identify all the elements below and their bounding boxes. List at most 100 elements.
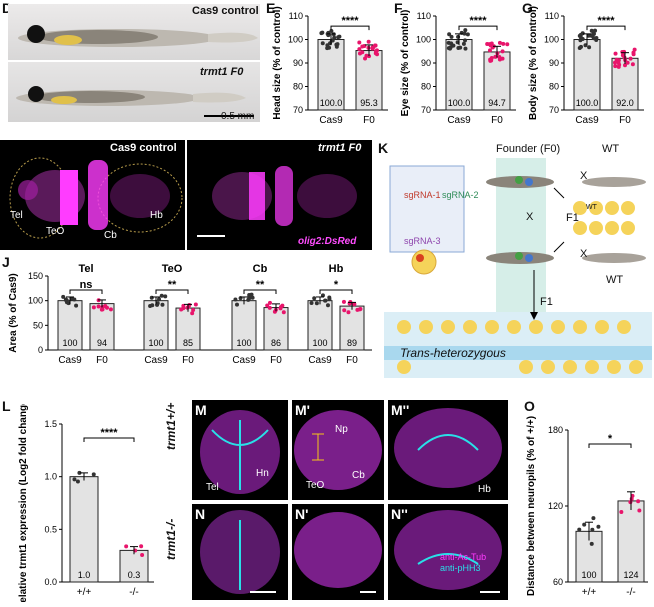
data-point <box>497 57 502 62</box>
bar <box>69 476 99 583</box>
data-point <box>590 527 595 532</box>
m-label-hb: Hb <box>478 484 491 495</box>
value-label: 100 <box>236 338 251 348</box>
significance-bracket <box>83 437 135 442</box>
data-point <box>105 305 110 310</box>
value-label: 100 <box>312 338 327 348</box>
data-point <box>363 56 368 61</box>
significance-label: * <box>334 279 339 291</box>
data-point <box>191 308 196 313</box>
bar <box>143 300 169 351</box>
y-tick-label: 70 <box>293 105 303 115</box>
crispr-schematic-drawing <box>384 158 652 378</box>
category-label: F0 <box>619 115 631 126</box>
data-point <box>341 299 346 304</box>
data-point <box>160 302 165 307</box>
category-label: Cas9 <box>319 115 343 126</box>
m-label-cb: Cb <box>352 470 365 481</box>
data-point <box>179 307 184 312</box>
sgrna-2-label: sgRNA-2 <box>442 190 479 200</box>
brain-control-label: Cas9 control <box>110 142 177 154</box>
value-label: 100.0 <box>448 98 471 108</box>
data-point <box>91 305 96 310</box>
brain-drawing-control <box>9 157 183 239</box>
data-point <box>320 41 325 46</box>
data-point <box>250 295 255 300</box>
data-point <box>577 527 582 532</box>
significance-label: **** <box>341 15 359 27</box>
micrograph-m-double-prime <box>388 400 508 500</box>
data-point <box>593 28 598 33</box>
value-label: 100 <box>148 338 163 348</box>
bar <box>57 300 83 351</box>
brain-drawing-mutant <box>197 166 357 237</box>
panel-letter-n-prime: N' <box>295 506 309 522</box>
data-point <box>334 44 339 49</box>
fish-illustration-mutant <box>16 86 254 117</box>
data-point <box>357 307 362 312</box>
data-point <box>249 292 254 297</box>
y-tick-label: 0 <box>38 345 43 355</box>
group-title: Tel <box>78 263 93 275</box>
brain-image-mutant <box>187 140 372 250</box>
panel-letter-m-double-prime: M'' <box>391 402 410 418</box>
panel-letter-f: F <box>394 0 403 16</box>
data-point <box>320 293 325 298</box>
data-point <box>124 544 129 549</box>
fish-photo-mutant <box>8 62 260 122</box>
y-tick-label: 70 <box>421 105 431 115</box>
data-point <box>623 63 628 68</box>
fish-photo-control <box>8 4 260 60</box>
significance-bracket <box>155 289 189 294</box>
data-point <box>281 310 286 315</box>
panel-letter-d: D <box>2 0 12 16</box>
micrograph-m-prime <box>292 400 384 500</box>
data-point <box>332 35 337 40</box>
genotype-top-label: trmt1+/+ <box>164 402 178 450</box>
y-tick-label: 90 <box>421 58 431 68</box>
y-tick-label: 100 <box>288 35 303 45</box>
data-point <box>150 303 155 308</box>
significance-label: ** <box>168 279 177 291</box>
stain-1-label: anti-Ac-Tub <box>440 552 487 562</box>
data-point <box>616 60 621 65</box>
data-point <box>278 306 283 311</box>
significance-label: * <box>608 433 613 445</box>
value-label: 100.0 <box>576 98 599 108</box>
data-point <box>357 40 362 45</box>
category-label: Cas9 <box>575 115 599 126</box>
data-point <box>157 297 162 302</box>
fish-mutant-label: trmt1 F0 <box>200 66 244 78</box>
data-point <box>589 28 594 33</box>
data-point <box>579 35 584 40</box>
data-point <box>234 302 239 307</box>
category-label: Cas9 <box>308 355 332 366</box>
y-tick-label: 110 <box>417 11 431 21</box>
micrograph-m-drawing <box>200 410 280 494</box>
brain-region-hb: Hb <box>150 210 163 221</box>
data-point <box>370 45 375 50</box>
micrograph-m <box>192 400 288 500</box>
category-label: F0 <box>96 355 108 366</box>
brain-image-control <box>0 140 185 250</box>
data-point <box>488 58 493 63</box>
data-point <box>100 307 105 312</box>
cross-x-mid: X <box>526 211 534 223</box>
data-point <box>314 301 319 306</box>
data-point <box>163 294 168 299</box>
y-tick-label: 1.5 <box>44 419 57 429</box>
y-axis-label: Relative trmt1 expression (Log2 fold cha… <box>18 404 29 602</box>
data-point <box>619 509 624 514</box>
brain-region-cb: Cb <box>104 230 117 241</box>
panel-letter-o: O <box>524 398 535 414</box>
data-point <box>461 41 466 46</box>
y-tick-label: 80 <box>421 82 431 92</box>
data-point <box>72 297 77 302</box>
y-axis-label: Distance between neuropils (% of +/+) <box>526 416 537 596</box>
f1-label: F1 <box>566 212 579 224</box>
value-label: 94.7 <box>488 98 506 108</box>
data-point <box>591 516 596 521</box>
data-point <box>140 553 145 557</box>
data-point <box>360 44 365 49</box>
